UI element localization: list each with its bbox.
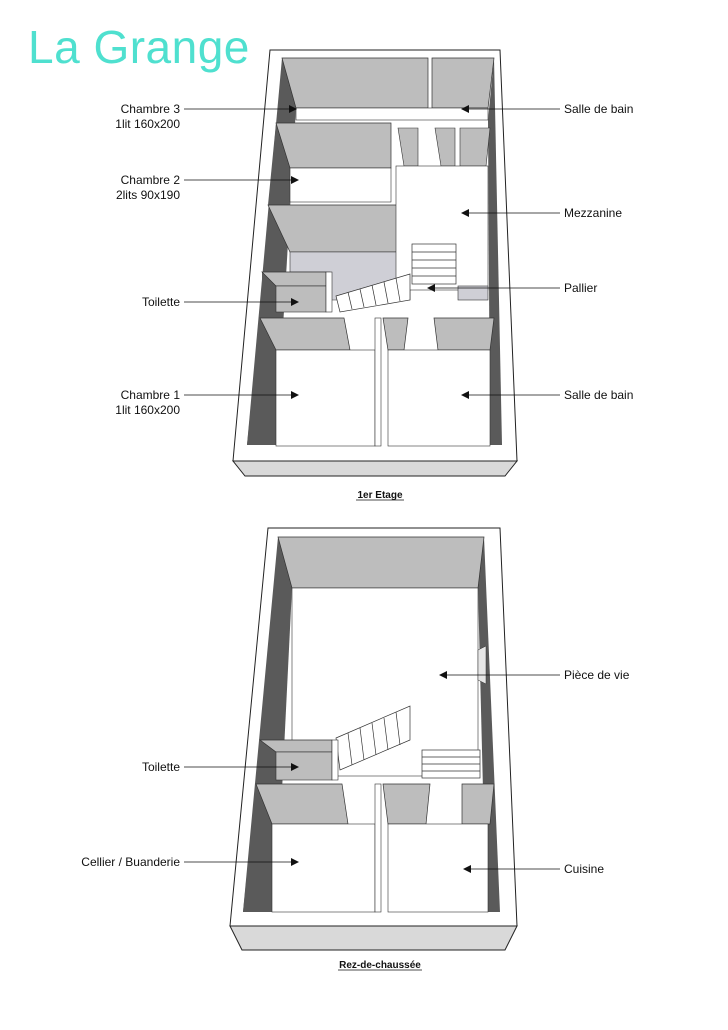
mezzanine-back-wall xyxy=(459,127,491,167)
sdb-bottom-floor xyxy=(387,349,491,447)
chambre2-back-wall xyxy=(275,122,392,169)
label-toilette-ground: Toilette xyxy=(142,760,180,774)
caption-ground: Rez-de-chaussée xyxy=(339,960,421,971)
toilette-ground-partition xyxy=(331,739,339,781)
cellier-left-wall xyxy=(243,784,272,912)
label-sdb-top: Salle de bain xyxy=(564,102,633,116)
caption-upper: 1er Etage xyxy=(357,490,402,501)
ground-right-wall xyxy=(478,537,500,912)
label-pallier: Pallier xyxy=(564,281,597,295)
upper-right-wall xyxy=(488,58,502,445)
chambre1-back-wall xyxy=(259,317,351,351)
ground-shell-base xyxy=(229,925,518,951)
label-toilette-upper: Toilette xyxy=(142,295,180,309)
label-sdb-bottom: Salle de bain xyxy=(564,388,633,402)
label-chambre3: Chambre 3 xyxy=(121,102,181,116)
label-cellier: Cellier / Buanderie xyxy=(81,855,180,869)
toilette-upper-floor xyxy=(275,285,327,313)
upper-leader-lines xyxy=(184,105,560,399)
middle-partition xyxy=(374,317,382,447)
cuisine-back-wall-right xyxy=(461,783,495,825)
label-chambre2-beds: 2lits 90x190 xyxy=(116,188,180,202)
toilette-upper-partition xyxy=(325,271,333,313)
label-chambre3-beds: 1lit 160x200 xyxy=(115,117,180,131)
page-title: La Grange xyxy=(28,21,250,73)
chambre1-left-wall xyxy=(247,318,276,445)
piece-de-vie-window xyxy=(477,645,487,685)
cellier-floor xyxy=(271,823,376,913)
landing-back-wall xyxy=(267,204,411,253)
chambre1-floor xyxy=(275,349,376,447)
toilette-ground-left-wall xyxy=(260,740,276,780)
toilette-ground-floor xyxy=(275,751,333,781)
ground-middle-partition xyxy=(374,783,382,913)
chambre2-floor xyxy=(289,167,392,203)
upper-shell-base xyxy=(231,460,519,477)
sdb-bottom-back-wall-right xyxy=(433,317,495,351)
upper-stairs xyxy=(335,243,457,313)
cuisine-floor xyxy=(387,823,489,913)
pallier-floor xyxy=(457,285,489,301)
label-piece-de-vie: Pièce de vie xyxy=(564,668,630,682)
cuisine-back-wall-left xyxy=(382,783,431,825)
sdb-top-back-wall xyxy=(431,57,495,109)
label-chambre1-beds: 1lit 160x200 xyxy=(115,403,180,417)
upper-floor-plan: Chambre 3 1lit 160x200 Salle de bain Cha… xyxy=(115,49,633,501)
chambre2-left-wall xyxy=(268,123,290,205)
chambre3-back-wall xyxy=(281,57,429,109)
cellier-back-wall xyxy=(255,783,349,825)
label-mezzanine: Mezzanine xyxy=(564,206,622,220)
ground-floor-plan: Pièce de vie Toilette Cellier / Buanderi… xyxy=(81,527,630,971)
ground-leader-lines xyxy=(184,671,560,873)
piece-de-vie-back-wall xyxy=(277,536,485,589)
label-cuisine: Cuisine xyxy=(564,862,604,876)
label-chambre1: Chambre 1 xyxy=(121,388,181,402)
ground-stairs xyxy=(335,705,481,779)
label-chambre2: Chambre 2 xyxy=(121,173,181,187)
chambre3-floor xyxy=(295,107,489,121)
